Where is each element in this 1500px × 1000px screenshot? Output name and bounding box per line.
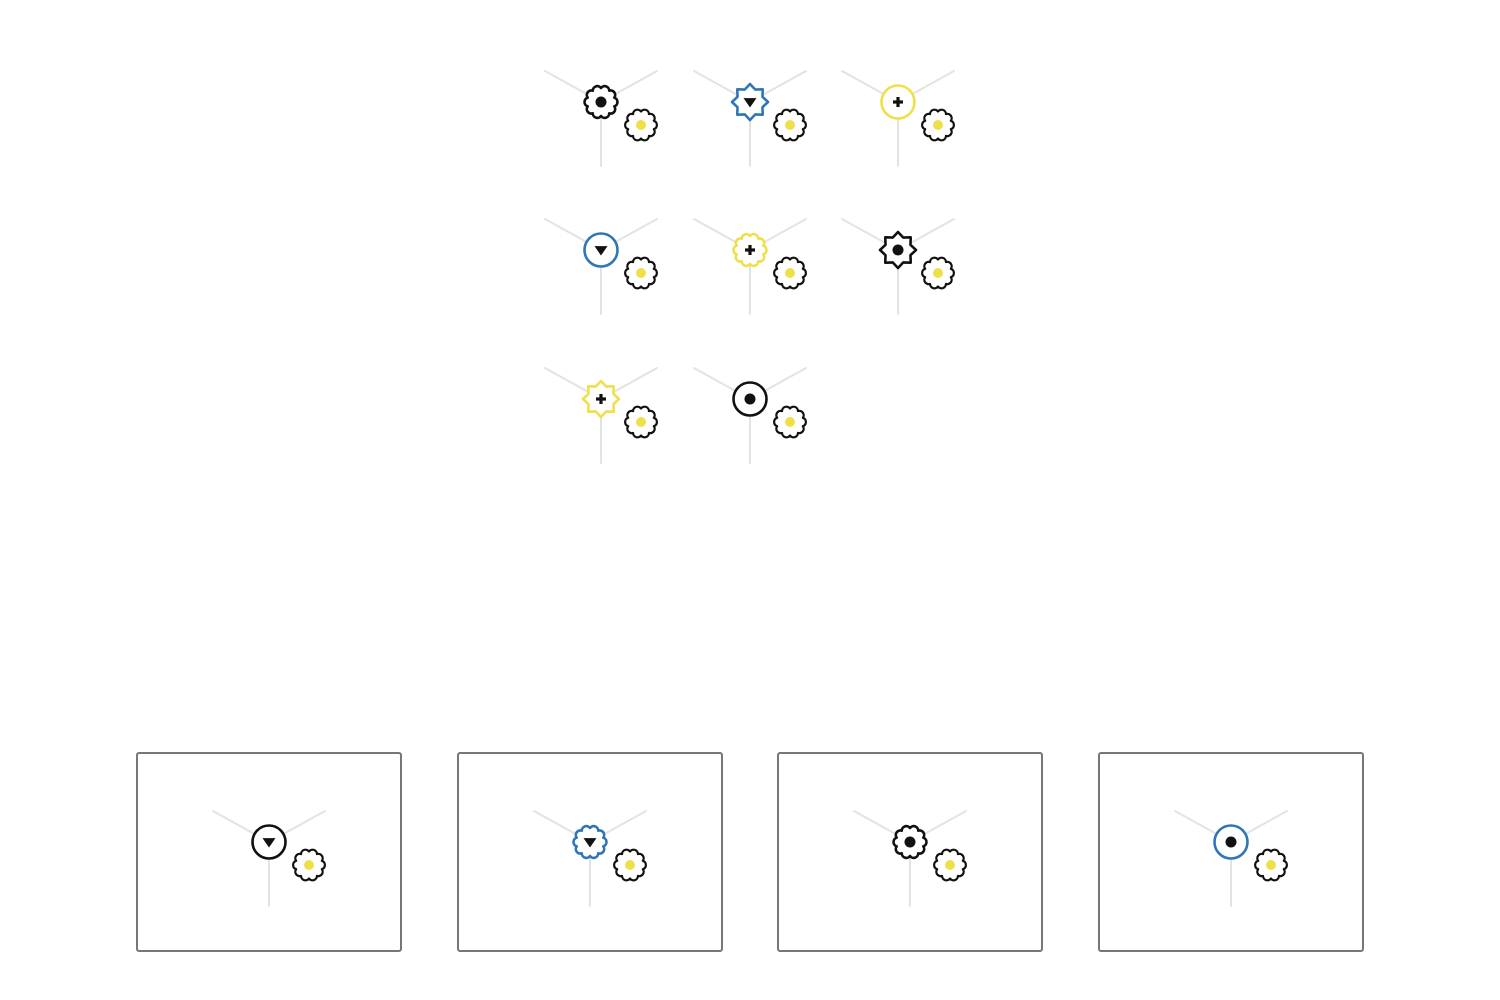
grid-cell-1-1 — [531, 52, 671, 172]
grid-5-daisy-center — [785, 268, 795, 278]
grid-8-dot-marker — [744, 393, 756, 405]
grid-1-figure — [544, 70, 658, 167]
grid-7-plus-v — [599, 394, 603, 404]
grid-cell-missing — [828, 349, 968, 469]
answer-option-3[interactable] — [777, 752, 1043, 952]
grid-2-figure — [693, 70, 807, 167]
option-2-triangle-marker — [583, 838, 597, 848]
grid-1-dot-marker — [595, 96, 607, 108]
grid-5-figure — [693, 218, 807, 315]
option-4-dot-marker — [1225, 836, 1237, 848]
grid-6-figure — [841, 218, 955, 315]
grid-cell-2-2 — [680, 200, 820, 320]
option-2-figure — [533, 810, 647, 907]
grid-2-daisy-center — [785, 120, 795, 130]
answer-option-2[interactable] — [457, 752, 723, 952]
grid-7-figure — [544, 367, 658, 464]
option-3-dot-marker — [904, 836, 916, 848]
option-1-daisy-center — [304, 860, 314, 870]
grid-3-figure — [841, 70, 955, 167]
option-2-daisy-center — [625, 860, 635, 870]
grid-4-daisy-center — [636, 268, 646, 278]
grid-8-figure — [693, 367, 807, 464]
option-3-daisy-center — [945, 860, 955, 870]
option-1-triangle-marker — [262, 838, 276, 848]
grid-2-triangle-marker — [743, 98, 757, 108]
grid-cell-3-1 — [531, 349, 671, 469]
grid-cell-1-3 — [828, 52, 968, 172]
grid-cell-2-1 — [531, 200, 671, 320]
grid-5-plus-v — [748, 245, 752, 255]
option-3-figure — [853, 810, 967, 907]
answer-option-1[interactable] — [136, 752, 402, 952]
answer-option-4[interactable] — [1098, 752, 1364, 952]
grid-7-daisy-center — [636, 417, 646, 427]
grid-4-triangle-marker — [594, 246, 608, 256]
grid-1-daisy-center — [636, 120, 646, 130]
grid-8-daisy-center — [785, 417, 795, 427]
grid-7-plus-marker — [596, 394, 606, 404]
grid-cell-1-2 — [680, 52, 820, 172]
grid-3-plus-v — [896, 97, 900, 107]
puzzle-grid — [531, 52, 968, 469]
option-4-daisy-center — [1266, 860, 1276, 870]
grid-3-plus-marker — [893, 97, 903, 107]
option-4-figure — [1174, 810, 1288, 907]
answer-options — [0, 740, 1500, 970]
grid-cell-2-3 — [828, 200, 968, 320]
option-1-figure — [212, 810, 326, 907]
grid-cell-3-2 — [680, 349, 820, 469]
grid-3-daisy-center — [933, 120, 943, 130]
grid-6-daisy-center — [933, 268, 943, 278]
grid-4-figure — [544, 218, 658, 315]
grid-5-plus-marker — [745, 245, 755, 255]
grid-6-dot-marker — [892, 244, 904, 256]
